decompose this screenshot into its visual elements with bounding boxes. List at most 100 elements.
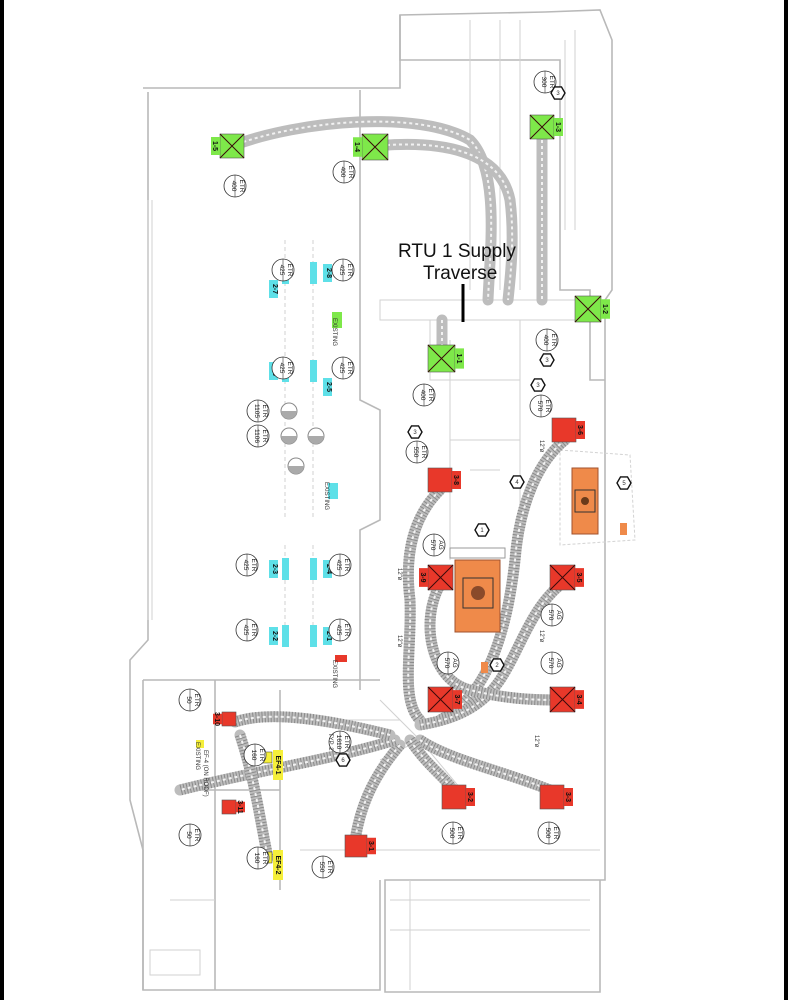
rtu2-grille[interactable]: 2-3 (269, 558, 289, 580)
existing-round-diffuser[interactable] (307, 427, 325, 445)
rtu1-diffuser[interactable]: 1-3 (529, 114, 563, 140)
etr-type: ETR (193, 829, 200, 842)
flex-duct-hatch (424, 582, 561, 706)
duct-size-note: 12"ø (396, 635, 402, 648)
rtu3-diffuser[interactable]: 3-11 (221, 799, 245, 815)
rtu3-diffuser[interactable]: 3-8 (427, 467, 461, 493)
etr-type: ETR (544, 400, 551, 413)
keynote-number: 3 (413, 430, 417, 436)
etr-type: ETR (343, 559, 350, 572)
rtu1-diffuser-label: 1-1 (455, 353, 462, 363)
existing-note: EXISTING (331, 660, 337, 688)
etr-value: 1106 (253, 429, 260, 443)
rtu3-diffuser[interactable]: 3-1 (344, 834, 376, 858)
rtu3-diffuser[interactable]: 3-6 (551, 417, 585, 443)
keynote-number: 2 (495, 663, 499, 669)
etr-value: 425 (242, 560, 249, 571)
rtu3-diffuser[interactable]: 3-7 (427, 686, 462, 713)
etr-value: 400 (339, 167, 346, 178)
existing-round-diffuser[interactable] (280, 427, 298, 445)
rtu2-grille[interactable]: 2-4 (310, 558, 332, 580)
rtu2-grille[interactable]: 2-5 (310, 360, 332, 396)
rtu1-supply-traverse-annotation: RTU 1 Supply Traverse (398, 241, 516, 322)
existing-round-diffuser[interactable] (287, 457, 305, 475)
rtu3-diffuser-label: 3-2 (466, 792, 473, 802)
keynote-number: 3 (556, 91, 560, 97)
rtu3-diffuser[interactable]: 3-2 (441, 784, 475, 810)
keynote-hexagon: 6 (335, 753, 351, 767)
rtu2-grille-label: 2-2 (271, 631, 278, 641)
typ-note: TYP. 2 (327, 733, 333, 751)
ef4-roof-note: EF-4 (ON ROOF) (202, 750, 208, 797)
duct-centerline (407, 489, 441, 721)
etr-type: ETR (250, 559, 257, 572)
etr-value: 570 (443, 658, 450, 669)
rtu3-diffuser-label: 3-1 (367, 841, 374, 851)
rtu3-diffuser[interactable]: 3-5 (549, 564, 584, 591)
rtu2-grille[interactable]: 2-1 (310, 625, 332, 647)
rtu3-diffuser[interactable]: 3-3 (539, 784, 573, 810)
rtu1-diffuser-label: 1-4 (353, 142, 360, 152)
rtu1-diffuser[interactable]: 1-5 (211, 133, 245, 159)
etr-type: ETR (548, 76, 555, 89)
rtu2-grille[interactable]: 2-8 (310, 262, 332, 284)
annotation-line-2: Traverse (423, 263, 497, 284)
keynote-number: 6 (341, 758, 345, 764)
etr-type: ETR (261, 430, 268, 443)
etr-value: 50 (185, 831, 192, 839)
etr-type: ETR (552, 827, 559, 840)
etr-value: 1610 (335, 735, 342, 750)
duct-size-note: 12"ø (538, 630, 544, 643)
etr-type: ETR (286, 362, 293, 375)
rtu2-grille-label: 2-7 (271, 284, 278, 294)
rtu2-grille[interactable]: 2-2 (269, 625, 289, 647)
etr-value: 400 (230, 181, 237, 192)
etr-type: ETR (346, 362, 353, 375)
rtu1-diffuser[interactable]: 1-1 (427, 344, 464, 373)
etr-value: 400 (542, 335, 549, 346)
keynote-number: 4 (515, 480, 519, 486)
etr-value: 500 (544, 828, 551, 839)
exhaust-fan-label: EF4-1 (274, 755, 281, 774)
rtu2-grille-label: 2-5 (325, 382, 332, 392)
rtu3-diffuser[interactable]: 3-10 (213, 711, 237, 727)
etr-value: 425 (338, 363, 345, 374)
flex-duct-hatch (233, 711, 392, 741)
rtu1-diffuser-label: 1-2 (601, 304, 608, 314)
existing-round-diffuser[interactable] (280, 402, 298, 420)
etr-value: 160 (250, 750, 257, 761)
etr-value: 300 (540, 77, 547, 88)
etr-value: 425 (278, 265, 285, 276)
screen-edge-right (784, 0, 788, 1000)
rtu1-diffuser[interactable]: 1-4 (353, 133, 389, 161)
etr-type: ETR (193, 694, 200, 707)
rtu3-diffuser[interactable]: 3-9 (419, 564, 454, 591)
etr-type: ETR (258, 749, 265, 762)
rtu3-diffuser[interactable]: 3-4 (549, 686, 584, 713)
rtu1-diffuser[interactable]: 1-2 (574, 295, 610, 323)
etr-type: AG (451, 658, 458, 667)
existing-note: EXISTING (323, 482, 329, 510)
etr-type: ETR (238, 180, 245, 193)
existing-note: EXISTING (194, 742, 200, 770)
keynote-number: 3 (536, 383, 540, 389)
duct-centerline (354, 744, 401, 841)
keynote-hexagon: 3 (539, 353, 555, 367)
duct-run (369, 138, 518, 306)
etr-type: ETR (427, 389, 434, 402)
duct-centerline (419, 739, 551, 791)
